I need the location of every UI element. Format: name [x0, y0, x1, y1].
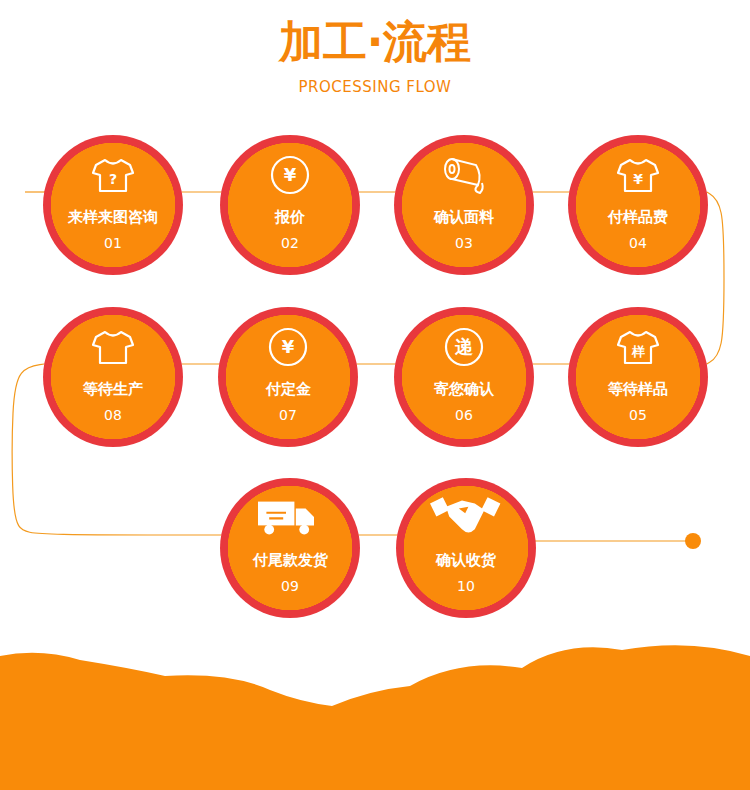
- fabric-roll-icon: [445, 159, 483, 193]
- end-dot: [685, 533, 701, 549]
- step-number: 08: [43, 407, 183, 424]
- flow-line: [359, 191, 395, 192]
- truck-icon: [258, 502, 314, 535]
- shirt-icon: [93, 332, 133, 363]
- step-number: 02: [220, 235, 360, 252]
- icon-glyph: 递: [442, 327, 486, 367]
- step-label: 付定金: [218, 380, 358, 398]
- step-circle: 确认收货 10: [396, 478, 536, 618]
- icon: [268, 498, 312, 542]
- step-label: 确认收货: [396, 551, 536, 569]
- step-circle: ¥ 报价 02: [220, 135, 360, 275]
- step-label: 确认面料: [394, 208, 534, 226]
- icon-glyph: ¥: [268, 155, 312, 195]
- icon: [444, 498, 488, 542]
- step-number: 06: [394, 407, 534, 424]
- step-number: 01: [43, 235, 183, 252]
- step-number: 03: [394, 235, 534, 252]
- step-circle: ? 来样来图咨询 01: [43, 135, 183, 275]
- step-label: 报价: [220, 208, 360, 226]
- step-label: 等待样品: [568, 380, 708, 398]
- step-circle: 付尾款发货 09: [220, 478, 360, 618]
- step-number: 10: [396, 578, 536, 595]
- flow-line: [359, 534, 397, 535]
- icon-glyph: ¥: [616, 155, 660, 195]
- cloud-band: [0, 645, 750, 790]
- step-circle: 确认面料 03: [394, 135, 534, 275]
- step-circle: 递寄您确认 06: [394, 307, 534, 447]
- icon-glyph: ?: [91, 155, 135, 195]
- flow-line: [182, 363, 219, 364]
- icon: [91, 327, 135, 371]
- flow-line: [533, 191, 569, 192]
- icon: [442, 155, 486, 199]
- title: 加工·流程: [0, 14, 750, 70]
- handshake-icon: [430, 497, 500, 532]
- step-label: 寄您确认: [394, 380, 534, 398]
- step-circle: 等待生产 08: [43, 307, 183, 447]
- step-number: 09: [220, 578, 360, 595]
- step-circle: 样等待样品 05: [568, 307, 708, 447]
- step-number: 05: [568, 407, 708, 424]
- flow-line: [182, 191, 221, 192]
- subtitle: PROCESSING FLOW: [0, 78, 750, 96]
- step-label: 来样来图咨询: [43, 208, 183, 226]
- tail-line: [530, 540, 690, 541]
- flow-line: [533, 363, 569, 364]
- flow-line: [707, 192, 724, 364]
- step-circle: ¥ 付定金 07: [218, 307, 358, 447]
- step-number: 07: [218, 407, 358, 424]
- step-label: 等待生产: [43, 380, 183, 398]
- step-number: 04: [568, 235, 708, 252]
- step-label: 付样品费: [568, 208, 708, 226]
- icon-glyph: 样: [616, 327, 660, 367]
- step-label: 付尾款发货: [220, 551, 360, 569]
- icon-glyph: ¥: [266, 327, 310, 367]
- step-circle: ¥ 付样品费 04: [568, 135, 708, 275]
- flow-line: [357, 363, 395, 364]
